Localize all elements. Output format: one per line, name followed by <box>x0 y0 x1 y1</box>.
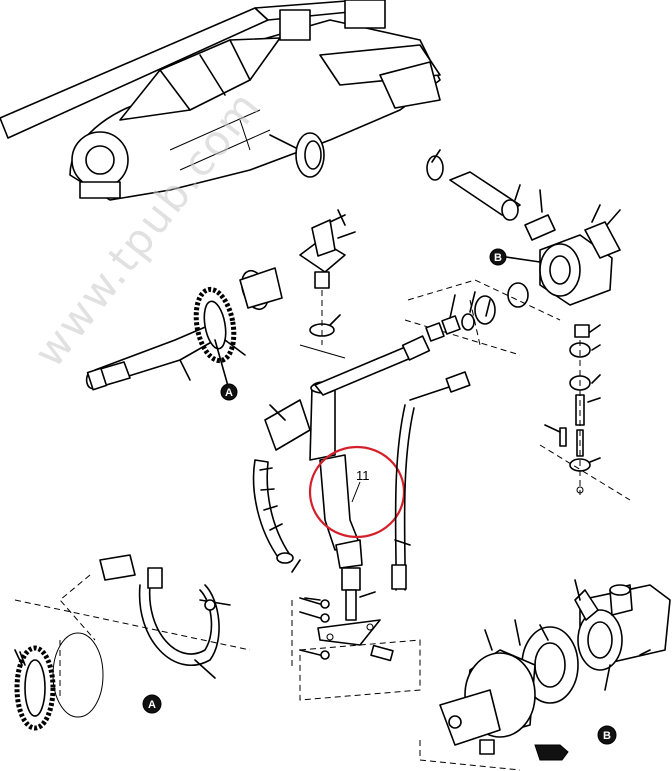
gear-ring-a <box>14 599 251 731</box>
highlight-circle <box>308 445 406 539</box>
leader-lines <box>14 209 411 679</box>
view-b-marker-bottom <box>597 725 617 745</box>
valve-stack <box>539 324 631 501</box>
view-b-label-top: B <box>494 252 502 264</box>
callout-number-11: 11 <box>356 468 370 483</box>
view-a-label-top: A <box>225 387 233 399</box>
long-hose <box>314 335 471 591</box>
helicopter-illustration <box>0 0 441 201</box>
pump-top-right: B <box>404 149 621 356</box>
view-a-marker-bottom <box>142 694 162 714</box>
view-a-markers: A A <box>142 383 238 714</box>
pump-assembly-b: B <box>419 579 671 771</box>
upper-elbow-fitting <box>299 214 356 359</box>
view-a-marker-top <box>220 383 238 401</box>
flex-duct-left <box>252 399 311 564</box>
base-bracket <box>291 597 421 701</box>
fitting-cluster <box>425 291 496 342</box>
pointer-hand-icon <box>534 744 569 761</box>
highlight-callout: 11 <box>308 445 406 539</box>
view-a-label-bottom: A <box>148 699 156 711</box>
hose-clamp <box>59 554 231 666</box>
view-b-label-bottom: B <box>603 730 611 742</box>
drive-shaft-assembly <box>85 267 283 391</box>
